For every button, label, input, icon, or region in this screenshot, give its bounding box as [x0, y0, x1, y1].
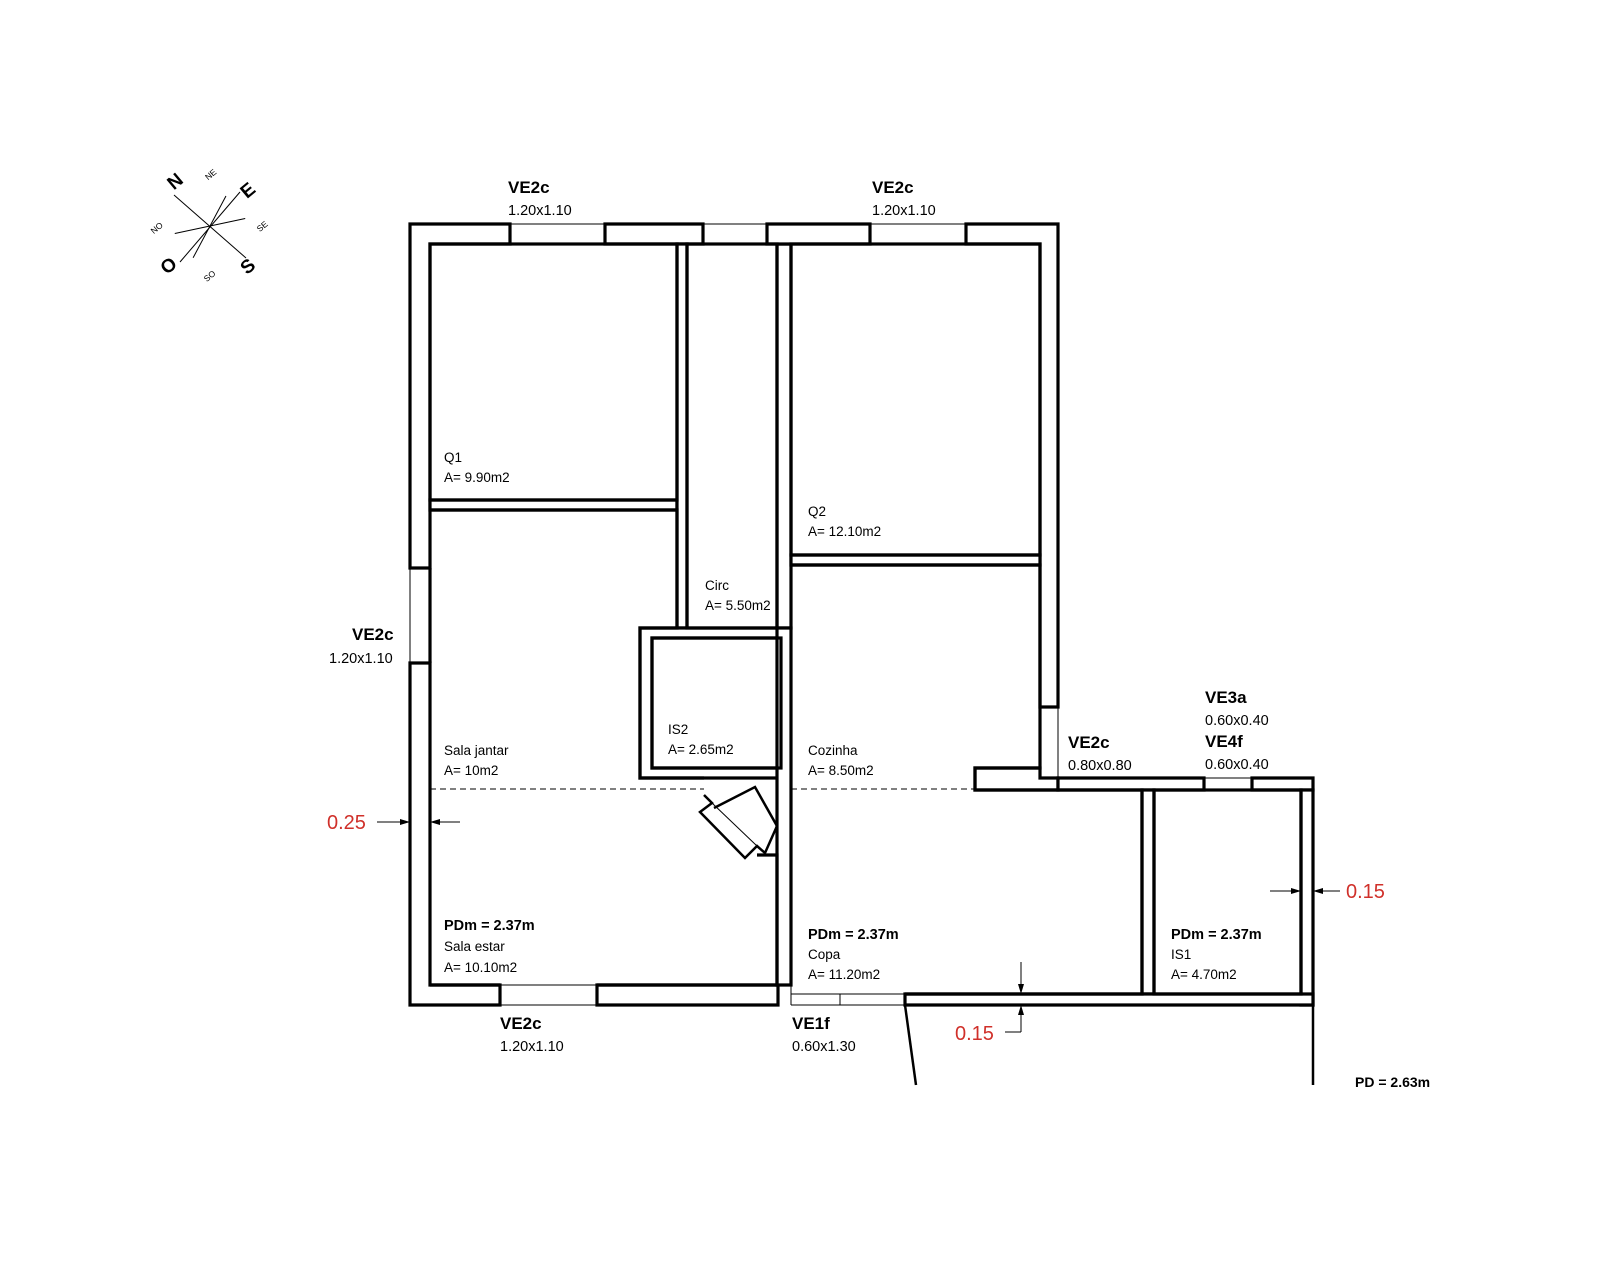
svg-text:1.20x1.10: 1.20x1.10: [872, 203, 936, 219]
window-label-cozinha-east: VE2c 0.80x0.80: [1068, 733, 1132, 774]
windows-glass: [409, 223, 1252, 1006]
svg-text:A= 5.50m2: A= 5.50m2: [705, 598, 771, 613]
svg-text:PDm = 2.37m: PDm = 2.37m: [808, 927, 899, 943]
dimension-left: 0.25: [327, 812, 460, 834]
compass-n: N: [164, 170, 188, 195]
svg-text:PDm = 2.37m: PDm = 2.37m: [1171, 927, 1262, 943]
window-label-ve3a: VE3a 0.60x0.40: [1205, 688, 1269, 729]
svg-text:VE3a: VE3a: [1205, 688, 1247, 707]
window-label-bottom-left: VE2c 1.20x1.10: [500, 1014, 564, 1055]
room-label-q2: Q2 A= 12.10m2: [808, 504, 881, 539]
dim-left-text: 0.25: [327, 812, 366, 834]
room-label-is1: PDm = 2.37m IS1 A= 4.70m2: [1171, 927, 1262, 982]
dimension-bottom: 0.15: [955, 962, 1024, 1045]
svg-text:Cozinha: Cozinha: [808, 743, 858, 758]
svg-text:VE2c: VE2c: [500, 1014, 542, 1033]
svg-text:PDm = 2.37m: PDm = 2.37m: [444, 918, 535, 934]
svg-text:1.20x1.10: 1.20x1.10: [500, 1039, 564, 1055]
walls: [408, 222, 1315, 1007]
svg-text:VE2c: VE2c: [872, 178, 914, 197]
window-label-top-right: VE2c 1.20x1.10: [872, 178, 936, 219]
svg-text:0.80x0.80: 0.80x0.80: [1068, 758, 1132, 774]
svg-text:VE2c: VE2c: [508, 178, 550, 197]
svg-text:VE1f: VE1f: [792, 1014, 830, 1033]
svg-text:1.20x1.10: 1.20x1.10: [508, 203, 572, 219]
svg-text:A= 10.10m2: A= 10.10m2: [444, 960, 517, 975]
room-label-q1: Q1 A= 9.90m2: [444, 450, 510, 485]
svg-text:A= 9.90m2: A= 9.90m2: [444, 470, 510, 485]
svg-text:IS1: IS1: [1171, 947, 1191, 962]
window-label-bottom-mid: VE1f 0.60x1.30: [792, 1014, 856, 1055]
svg-text:VE2c: VE2c: [352, 625, 394, 644]
room-label-is2: IS2 A= 2.65m2: [668, 722, 734, 757]
room-label-copa: PDm = 2.37m Copa A= 11.20m2: [808, 927, 899, 982]
compass-s: S: [237, 255, 260, 279]
compass-so: SO: [202, 268, 218, 284]
fireplace: [698, 785, 779, 860]
svg-text:VE2c: VE2c: [1068, 733, 1110, 752]
svg-text:Circ: Circ: [705, 578, 729, 593]
compass-rose: N E S O NE SE SO NO: [149, 167, 270, 284]
room-label-sala-jantar: Sala jantar A= 10m2: [444, 743, 509, 778]
svg-text:A= 12.10m2: A= 12.10m2: [808, 524, 881, 539]
dim-bottom-text: 0.15: [955, 1023, 994, 1045]
svg-text:Sala estar: Sala estar: [444, 939, 505, 954]
svg-text:Copa: Copa: [808, 947, 841, 962]
window-label-top-left: VE2c 1.20x1.10: [508, 178, 572, 219]
svg-text:A= 2.65m2: A= 2.65m2: [668, 742, 734, 757]
svg-text:Q1: Q1: [444, 450, 462, 465]
svg-text:IS2: IS2: [668, 722, 688, 737]
compass-o: O: [157, 254, 182, 280]
room-label-cozinha: Cozinha A= 8.50m2: [808, 743, 874, 778]
compass-ne: NE: [203, 167, 219, 182]
svg-text:A= 11.20m2: A= 11.20m2: [808, 967, 880, 982]
window-label-left: VE2c 1.20x1.10: [329, 625, 394, 667]
svg-text:Sala jantar: Sala jantar: [444, 743, 509, 758]
svg-text:0.60x0.40: 0.60x0.40: [1205, 757, 1269, 773]
compass-e: E: [237, 179, 260, 203]
room-label-sala-estar: PDm = 2.37m Sala estar A= 10.10m2: [444, 918, 535, 975]
room-label-circ: Circ A= 5.50m2: [705, 578, 771, 613]
svg-text:Q2: Q2: [808, 504, 826, 519]
svg-text:0.60x1.30: 0.60x1.30: [792, 1039, 856, 1055]
external-lines: [903, 1004, 1315, 1086]
svg-text:A= 4.70m2: A= 4.70m2: [1171, 967, 1237, 982]
svg-text:1.20x1.10: 1.20x1.10: [329, 651, 393, 667]
window-label-ve4f: VE4f 0.60x0.40: [1205, 732, 1269, 773]
svg-text:A= 10m2: A= 10m2: [444, 763, 498, 778]
svg-text:A= 8.50m2: A= 8.50m2: [808, 763, 874, 778]
pd-label: PD = 2.63m: [1355, 1074, 1430, 1090]
svg-text:VE4f: VE4f: [1205, 732, 1243, 751]
room-outlines: [428, 242, 1303, 996]
dimension-right: 0.15: [1270, 881, 1385, 903]
svg-text:0.60x0.40: 0.60x0.40: [1205, 713, 1269, 729]
dim-right-text: 0.15: [1346, 881, 1385, 903]
compass-se: SE: [255, 219, 270, 234]
compass-no: NO: [149, 220, 165, 236]
